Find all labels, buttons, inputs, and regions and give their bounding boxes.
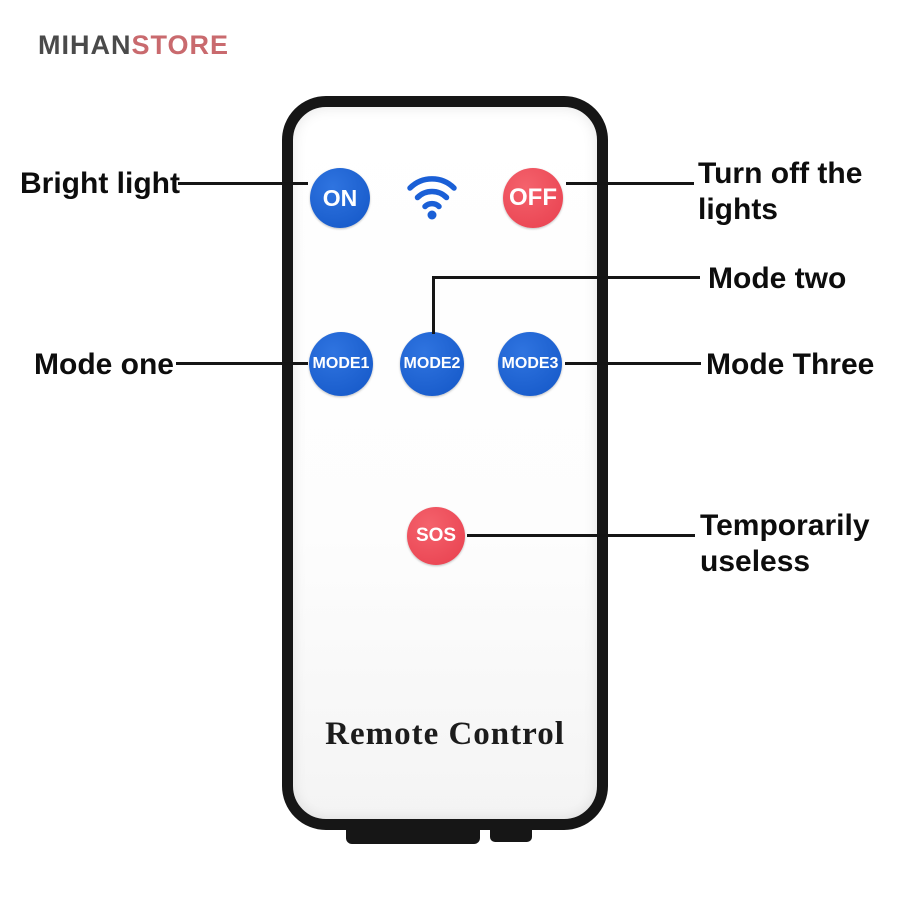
mode1-button-label: MODE1 (312, 355, 370, 372)
mode2-button-label: MODE2 (403, 355, 461, 372)
mode1-button: MODE1 (309, 332, 373, 396)
wifi-icon (407, 176, 457, 220)
brand-logo-part2: STORE (131, 30, 230, 60)
on-button: ON (310, 168, 370, 228)
mode2-button: MODE2 (400, 332, 464, 396)
sos-button-label: SOS (415, 525, 457, 546)
annotation-mode-one: Mode one (34, 348, 174, 381)
connector-line-mode-two-vertical (432, 276, 435, 334)
off-button: OFF (503, 168, 563, 228)
sos-button: SOS (407, 507, 465, 565)
brand-logo-part1: MIHAN (38, 30, 132, 60)
annotation-turn-off-line2: lights (698, 193, 778, 226)
annotation-temporarily-useless: Temporarily useless (700, 508, 870, 580)
connector-line-mode-two-horizontal (432, 276, 700, 279)
remote-label: Remote Control (325, 716, 565, 752)
connector-line-mode-one (176, 362, 308, 365)
annotation-temporarily-line1: Temporarily (700, 509, 870, 542)
mode3-button: MODE3 (498, 332, 562, 396)
annotation-mode-two: Mode two (708, 262, 847, 295)
connector-line-mode-three (565, 362, 701, 365)
connector-line-bright-light (178, 182, 308, 185)
annotation-turn-off-lights: Turn off the lights (698, 156, 862, 228)
mode3-button-label: MODE3 (501, 355, 559, 372)
brand-logo: MIHANSTORE (38, 30, 229, 61)
connector-line-turn-off (566, 182, 694, 185)
connector-line-sos (467, 534, 695, 537)
annotation-bright-light: Bright light (20, 167, 180, 200)
annotation-temporarily-line2: useless (700, 545, 811, 578)
annotation-mode-three: Mode Three (706, 348, 875, 381)
on-button-label: ON (322, 184, 358, 211)
annotation-turn-off-line1: Turn off the (698, 157, 863, 190)
off-button-label: OFF (509, 184, 557, 211)
